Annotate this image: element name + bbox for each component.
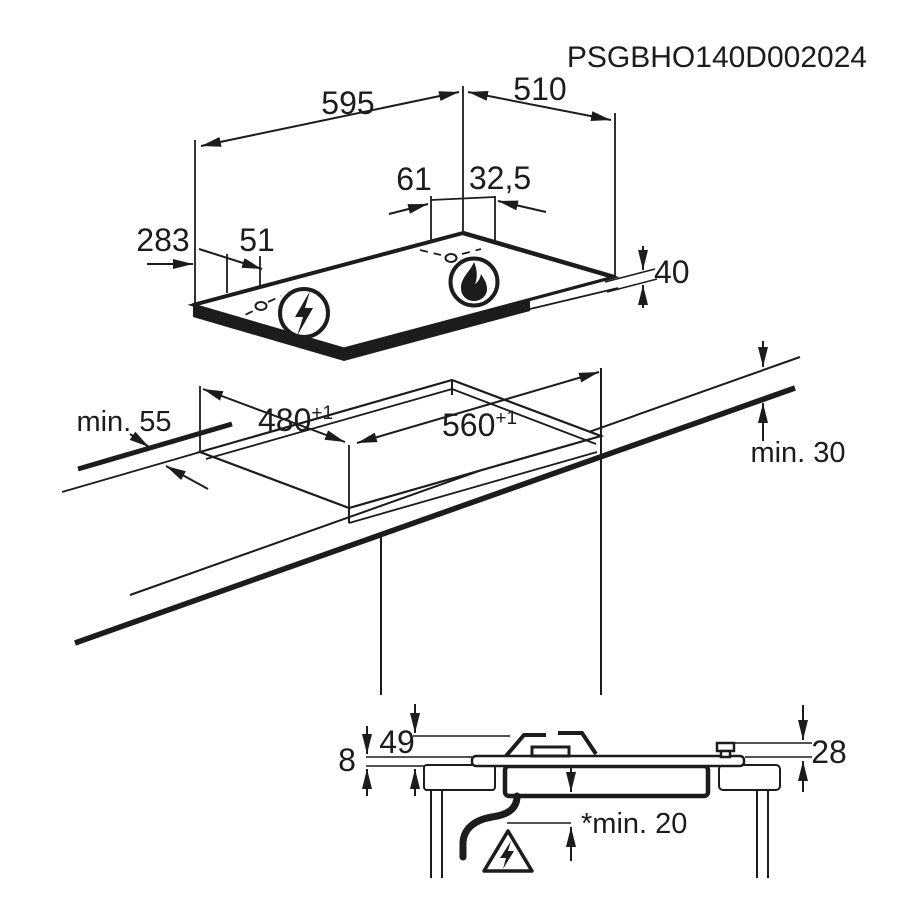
dim-label-worktop-thickness: min. 30 <box>750 437 845 469</box>
dash-left-hole-b <box>267 295 282 303</box>
dim-label-burner-center: 61 <box>396 161 432 197</box>
dim-label-total-height: 49 <box>379 724 415 760</box>
hob-slab-bottom-line <box>529 287 619 310</box>
worktop-cutout-view: 480+1 560+1 min. 55 min. 30 <box>61 341 846 695</box>
hob-front-slab <box>193 299 530 361</box>
arrow-min55-b <box>165 465 209 490</box>
flame-in-circle-icon <box>448 256 500 308</box>
worktop-section-right <box>718 764 781 791</box>
dim-label-knob-height: 28 <box>811 734 847 770</box>
hob-edge-back-left <box>192 231 464 307</box>
control-knob <box>715 741 736 759</box>
glass-panel-section <box>470 754 746 768</box>
dim-label-rear-clearance: min. 55 <box>76 406 171 438</box>
dim-line-480 <box>202 388 346 443</box>
dim-label-depth: 510 <box>513 71 566 107</box>
dim-label-ignition-edge: 51 <box>239 222 275 258</box>
arrow-min55-a <box>129 431 150 448</box>
dash-right-hole-a <box>419 249 442 256</box>
dim-label-glass-height: 8 <box>338 742 356 778</box>
model-code-title: PSGBHO140D002024 <box>567 41 867 74</box>
arrow-61 <box>388 203 429 215</box>
ignition-hole-right <box>444 253 458 263</box>
dim-line-560 <box>356 371 600 444</box>
cutout-width-tolerance: +1 <box>495 408 517 429</box>
dash-right-hole-b <box>461 248 482 255</box>
dim-label-cutout-depth: 480+1 <box>258 402 333 438</box>
cutout-inner-edge-front <box>348 451 598 524</box>
arrow-51 <box>198 248 263 270</box>
dim-label-ignition-offset: 283 <box>136 222 189 258</box>
hob-top-isometric-view: 595 510 61 32,5 283 51 40 <box>136 71 690 361</box>
worktop-rear-edge-lower <box>61 447 215 493</box>
power-cable <box>459 792 521 861</box>
hob-edge-front-right <box>343 275 615 351</box>
worktop-front-edge <box>74 385 796 646</box>
side-section-view: 8 49 28 *min. 20 <box>338 704 847 878</box>
ignition-hole-left <box>254 301 268 311</box>
dim-label-width: 595 <box>321 85 374 121</box>
ref-40-bottom <box>606 278 658 293</box>
burner-cap <box>530 745 571 758</box>
hob-edge-back-right <box>462 230 615 280</box>
hob-body-section <box>502 763 711 799</box>
ref-40-top <box>604 268 656 283</box>
dim-label-burner-edge: 32,5 <box>469 160 531 196</box>
dim-line-61-325 <box>430 196 496 201</box>
electric-hazard-triangle-icon <box>482 829 534 873</box>
dim-label-cutout-width: 560+1 <box>442 407 517 443</box>
worktop-section-left <box>423 764 496 791</box>
dim-line-510 <box>467 90 612 122</box>
cutout-depth-value: 480 <box>258 402 311 438</box>
dash-left-hole-a <box>232 310 254 322</box>
pan-support-left <box>504 733 546 758</box>
cutout-depth-tolerance: +1 <box>311 403 333 424</box>
cutout-width-value: 560 <box>442 407 495 443</box>
pan-support-right <box>558 731 598 756</box>
arrow-325 <box>497 200 547 213</box>
lightning-in-circle-icon <box>278 287 330 339</box>
dim-line-595 <box>200 91 460 147</box>
dim-label-hob-height: 40 <box>654 254 690 290</box>
dim-label-bottom-clearance: *min. 20 <box>581 808 687 840</box>
